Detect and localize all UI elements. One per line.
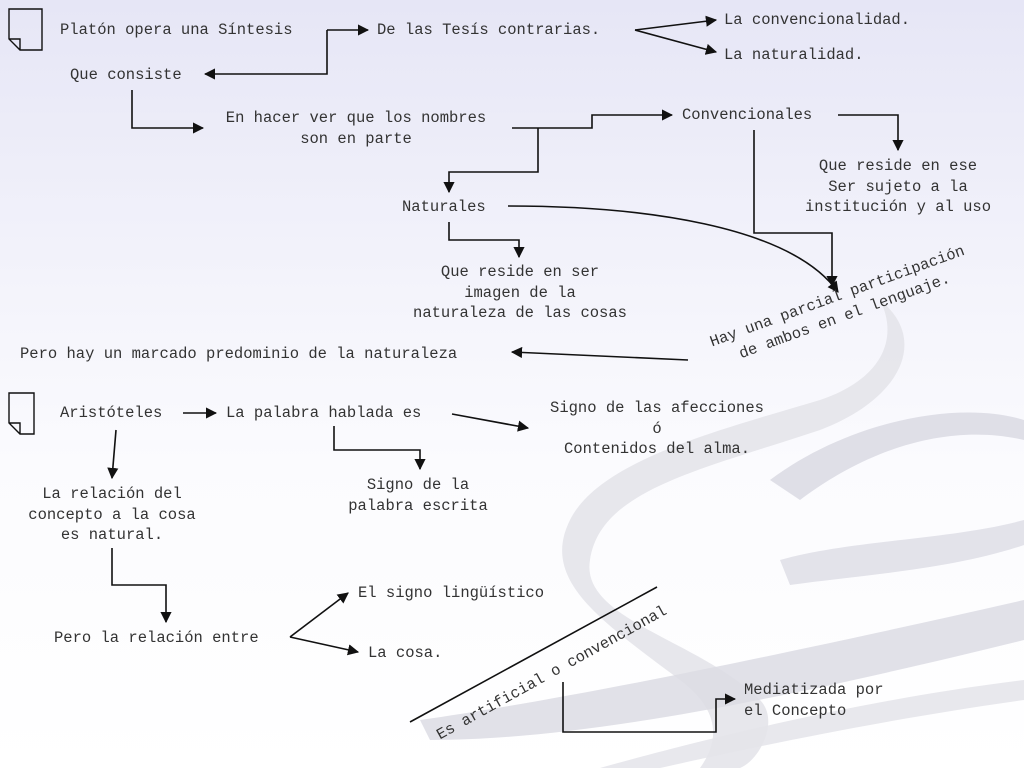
node-signo-afecciones: Signo de las afecciones ó Contenidos del… xyxy=(550,399,764,458)
node-mediatizada: Mediatizada por el Concepto xyxy=(744,681,884,720)
node-la-cosa: La cosa. xyxy=(368,644,443,662)
node-aristoteles: Aristóteles xyxy=(60,404,163,422)
page-icon-bottom xyxy=(8,392,35,435)
page-icon-top xyxy=(8,8,43,51)
node-platon: Platón opera una Síntesis xyxy=(60,21,293,39)
node-convencionalidad: La convencionalidad. xyxy=(724,11,911,29)
node-que-consiste: Que consiste xyxy=(70,66,182,84)
node-naturalidad: La naturalidad. xyxy=(724,46,864,64)
node-convencionales: Convencionales xyxy=(682,106,813,124)
node-reside-imagen: Que reside en ser imagen de la naturalez… xyxy=(413,263,627,322)
node-naturales: Naturales xyxy=(402,198,486,216)
node-predominio: Pero hay un marcado predominio de la nat… xyxy=(20,345,458,363)
node-tesis-contrarias: De las Tesís contrarias. xyxy=(377,21,601,39)
node-relacion-entre: Pero la relación entre xyxy=(54,629,259,647)
node-palabra-hablada: La palabra hablada es xyxy=(226,404,422,422)
node-signo-escrita: Signo de la palabra escrita xyxy=(348,476,488,515)
node-relacion-natural: La relación del concepto a la cosa es na… xyxy=(28,485,196,544)
node-signo-linguistico: El signo lingüístico xyxy=(358,584,545,602)
node-hacer-ver: En hacer ver que los nombres son en part… xyxy=(225,109,487,148)
node-reside-institucion: Que reside en ese Ser sujeto a la instit… xyxy=(804,157,992,216)
